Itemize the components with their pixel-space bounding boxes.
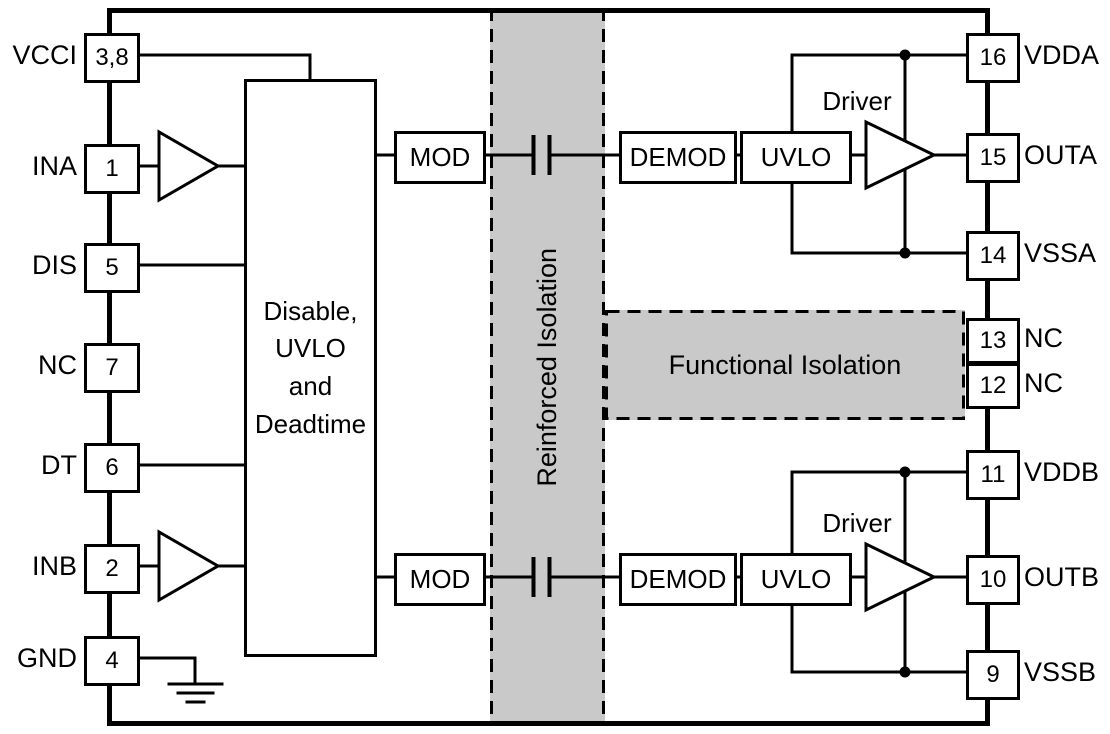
pin-box-nc7: 7 [84,343,140,393]
input-buffer-b-icon [157,529,222,603]
pin-box-nc12: 12 [966,363,1020,409]
pin-label-nc12: NC [1024,367,1063,398]
pin-label-ina: INA [31,150,77,181]
reinforced-isolation-label: Reinforced Isolation [532,247,562,487]
pin-label-vcci: VCCI [12,39,77,70]
pin-label-vdda: VDDA [1024,39,1100,70]
pin-label-dt: DT [41,449,77,480]
pin-box-dis: 5 [84,243,140,293]
pin-box-outa: 15 [966,133,1020,183]
reinforced-isolation-band [490,8,605,726]
pin-label-vssa: VSSA [1024,237,1097,268]
driver-triangle-a-icon [864,119,938,191]
driver-label-b: Driver [822,508,892,538]
control-logic-block: Disable, UVLO and Deadtime [244,79,377,657]
functional-isolation-dashed-border [605,310,965,420]
driver-label-a: Driver [822,86,892,116]
functional-isolation-label: Functional Isolation [668,349,902,380]
pin-label-outb: OUTB [1024,561,1100,592]
pin-label-nc7: NC [38,349,77,380]
pin-label-gnd: GND [17,642,77,673]
pin-box-dt: 6 [84,443,140,493]
pin-label-outa: OUTA [1024,139,1097,170]
pin-label-dis: DIS [31,249,77,280]
left-side-wires [131,53,312,686]
pin-box-inb: 2 [84,544,140,594]
junction-dot [899,49,911,61]
mod-block-a: MOD [394,131,486,184]
isolation-capacitor-a-icon [531,135,552,175]
pin-label-vddb: VDDB [1024,456,1100,487]
pin-label-nc13: NC [1024,322,1063,353]
pin-box-outb: 10 [966,555,1020,605]
isolation-capacitor-b-icon [531,557,552,597]
wire-gnd [131,656,197,686]
demod-block-b: DEMOD [619,553,737,606]
junction-dot [899,247,911,259]
uvlo-block-a: UVLO [740,131,852,184]
input-buffer-a-icon [157,129,222,203]
junction-dot [899,466,911,478]
pin-box-vddb: 11 [966,450,1020,500]
reinforced-isolation-label-wrap: Reinforced Isolation [490,8,605,726]
pin-box-vssb: 9 [966,650,1020,700]
pin-box-gnd: 4 [84,636,140,686]
pin-box-vcci: 3,8 [84,33,140,83]
pin-label-vssb: VSSB [1024,656,1097,687]
pin-box-ina: 1 [84,144,140,194]
wire-vcci [131,53,312,83]
driver-triangle-b-icon [864,541,938,613]
pin-box-vdda: 16 [966,33,1020,83]
mod-block-b: MOD [394,553,486,606]
functional-isolation-band [605,310,965,420]
junction-dot [899,666,911,678]
ground-symbol-icon [167,682,224,704]
pin-label-inb: INB [31,550,77,581]
pin-box-vssa: 14 [966,231,1020,281]
uvlo-block-b: UVLO [740,553,852,606]
demod-block-a: DEMOD [619,131,737,184]
pin-box-nc13: 13 [966,318,1020,364]
